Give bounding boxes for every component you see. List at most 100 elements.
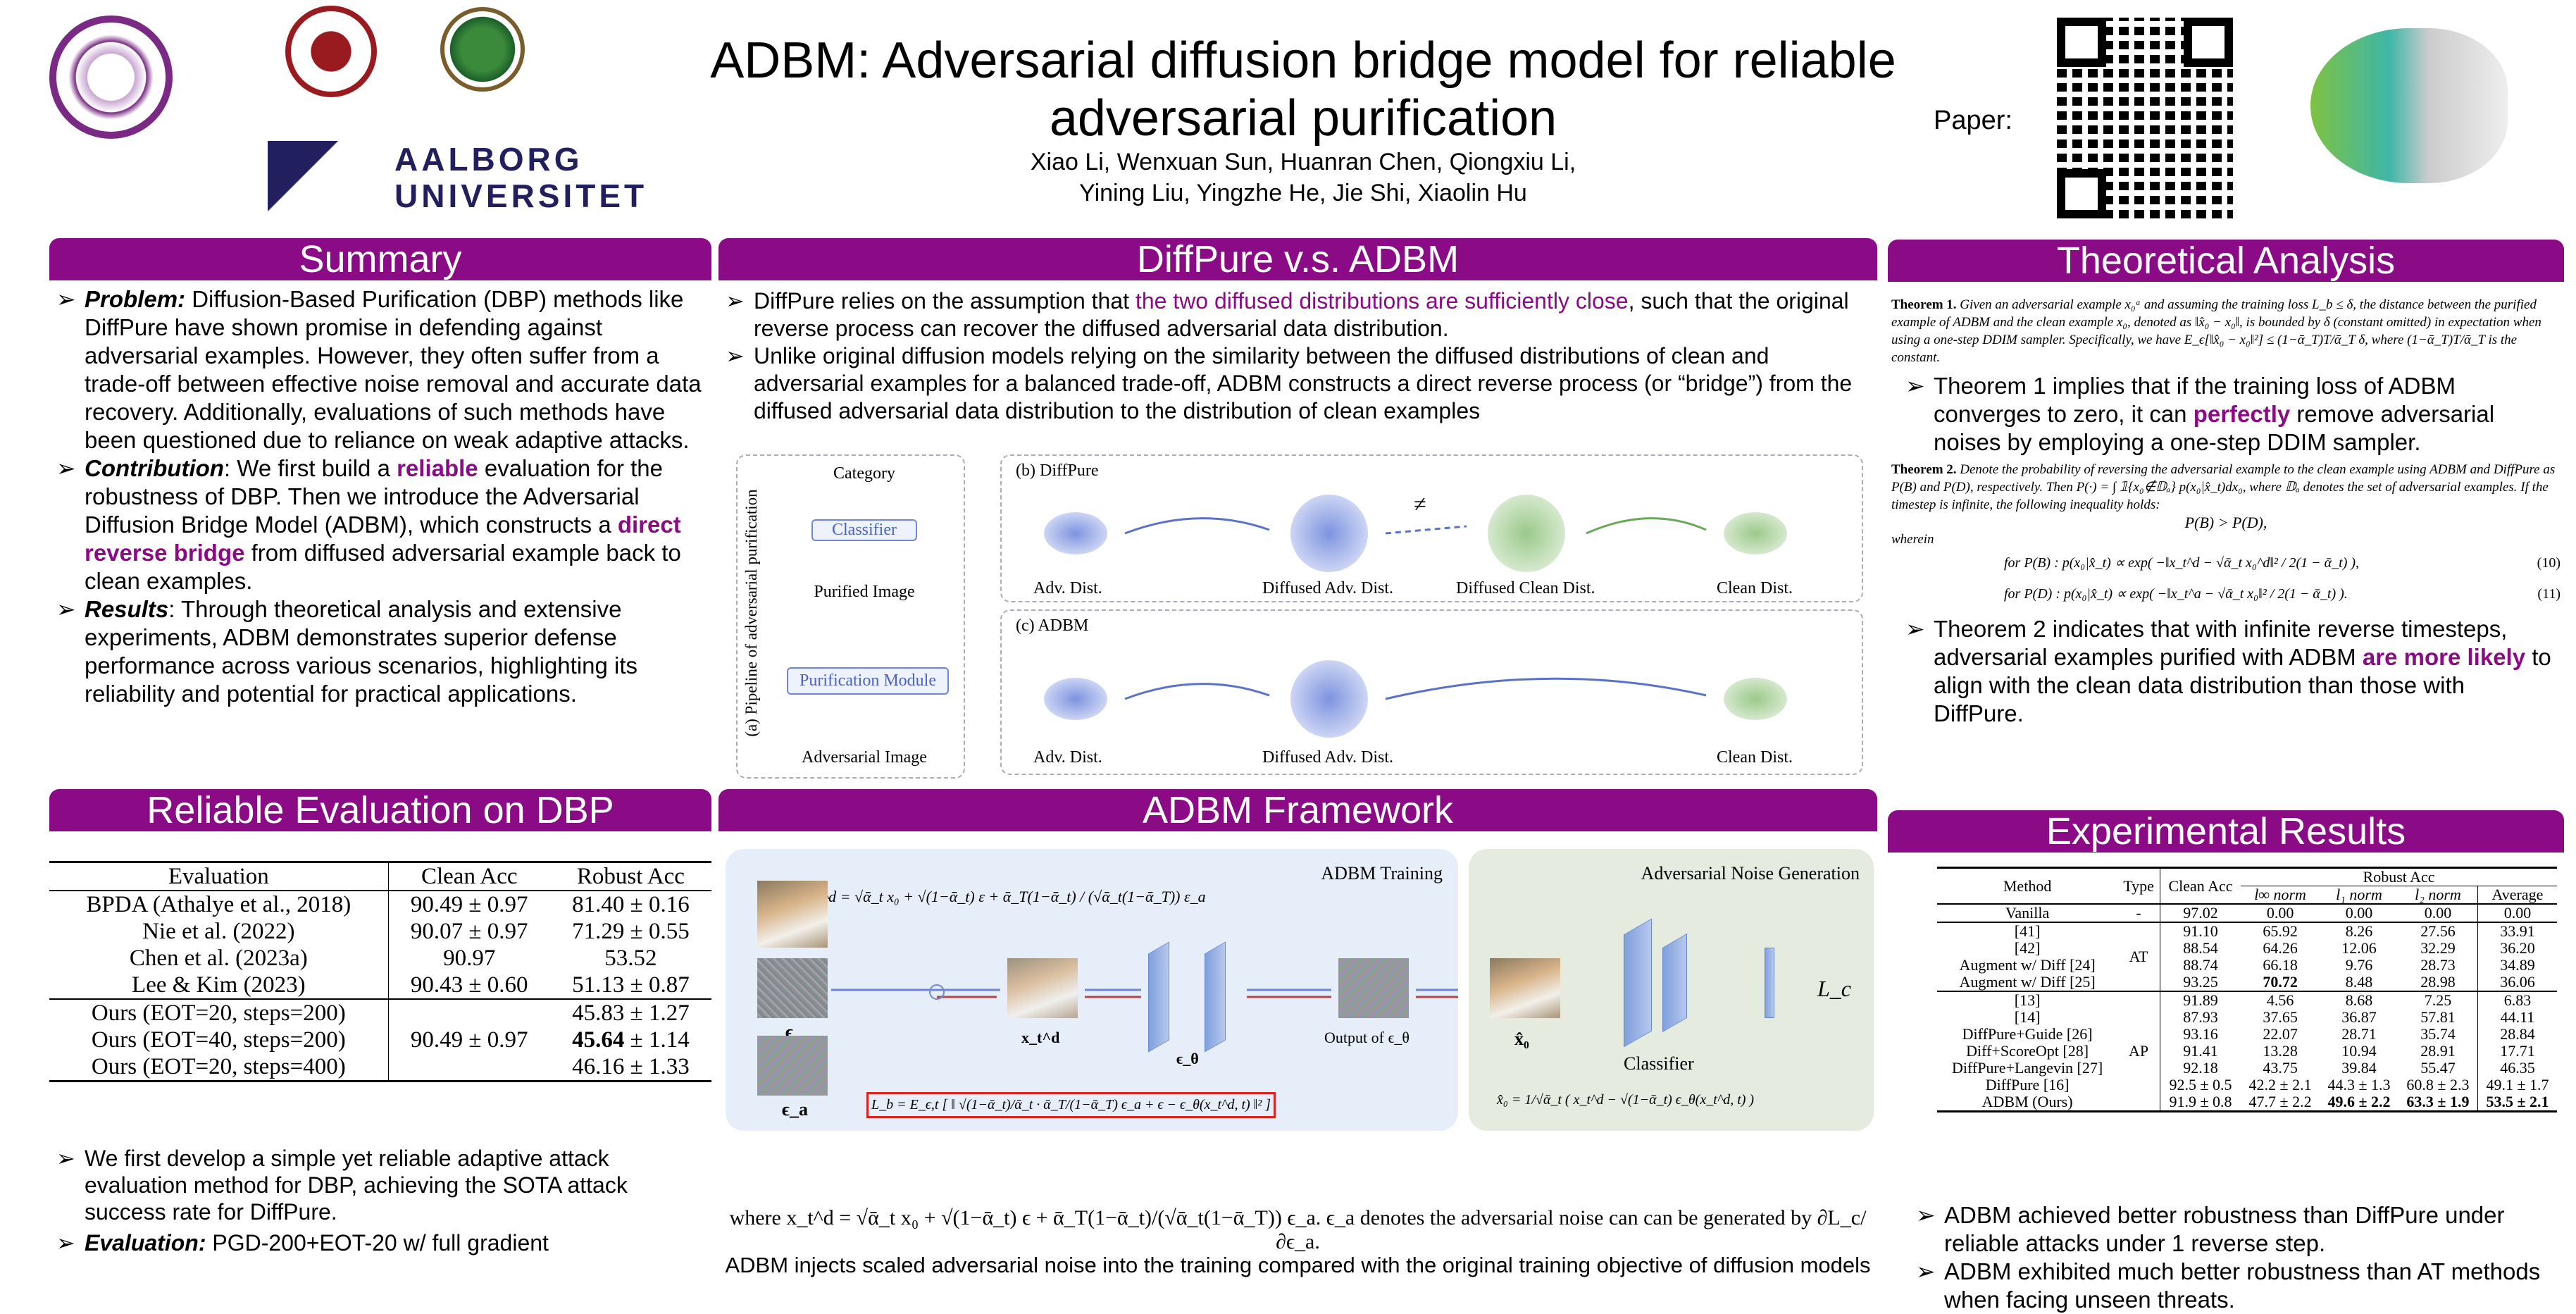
cell: 88.54	[2159, 940, 2241, 957]
experimental-results-header: Experimental Results	[1888, 810, 2564, 853]
problem-bullet: Problem: Diffusion-Based Purification (D…	[56, 285, 708, 454]
clean-dist-ellipse	[1724, 678, 1787, 720]
cell: [14]	[2014, 1008, 2041, 1026]
adv-dist-ellipse	[1044, 678, 1107, 720]
peking-logo	[285, 6, 377, 97]
diffpure-body: DiffPure relies on the assumption that t…	[726, 287, 1867, 425]
output-logits	[1765, 948, 1774, 1018]
arrows	[1124, 677, 1707, 700]
col-header: Clean Acc	[2159, 867, 2241, 904]
cell: 28.73	[2420, 956, 2456, 974]
summary-body: Problem: Diffusion-Based Purification (D…	[56, 285, 708, 708]
theorem-1-text: Given an adversarial example x₀ᵃ and ass…	[1891, 297, 2541, 365]
contribution-bullet: Contribution: We first build a reliable …	[56, 454, 708, 595]
cell: 39.84	[2341, 1059, 2377, 1077]
cell: AT	[2129, 948, 2148, 965]
cell: 7.25	[2424, 991, 2452, 1009]
text: Theorem 2 indicates that with infinite r…	[1934, 616, 2508, 670]
cell: DiffPure [16]	[1985, 1076, 2070, 1093]
cell: 88.74	[2159, 957, 2241, 974]
cell: Vanilla	[2005, 904, 2050, 922]
cell: 36.06	[2477, 974, 2557, 991]
flow-arrows	[831, 984, 1458, 1000]
cell: 33.91	[2477, 922, 2557, 940]
classifier-network-block	[1662, 933, 1687, 1033]
cell: 12.06	[2341, 939, 2377, 957]
cell: 53.5 ± 2.1	[2477, 1093, 2557, 1112]
adbm-panel: (c) ADBM Adv. Dist. Diffused Adv. Dist. …	[1000, 609, 1863, 775]
cell: 35.74	[2420, 1025, 2456, 1043]
paper-qr-code[interactable]	[2051, 12, 2239, 224]
output-label: Output of ϵ_θ	[1324, 1029, 1410, 1046]
aalborg-line1: AALBORG	[394, 141, 583, 178]
output-noise-image	[1338, 958, 1409, 1018]
cell: 90.49 ± 0.97	[387, 891, 550, 918]
eq-number: (11)	[2537, 586, 2561, 602]
xtd-label: x_t^d	[1021, 1029, 1060, 1046]
cell: 9.76	[2345, 956, 2373, 974]
cell: 60.8 ± 2.3	[2406, 1076, 2470, 1093]
epsilon-label: ϵ	[785, 1022, 793, 1042]
cell: 34.89	[2477, 957, 2557, 974]
col-header: Robust Acc	[576, 864, 685, 889]
adversarial-noise-panel: Adversarial Noise Generation x̂₀ Classif…	[1469, 849, 1874, 1131]
dist-label: Diffused Adv. Dist.	[1262, 748, 1393, 767]
cell: 92.18	[2159, 1060, 2241, 1077]
highlight-perfectly: perfectly	[2193, 401, 2291, 427]
cell: 0.00	[2424, 904, 2452, 922]
dist-label: Adv. Dist.	[1033, 748, 1102, 767]
clean-dist-ellipse	[1724, 512, 1787, 554]
col-header: l∞ norm	[2254, 886, 2306, 903]
text: to align with the clean data distributio…	[1934, 644, 2551, 726]
results-bullets: ADBM achieved better robustness than Dif…	[1916, 1201, 2564, 1314]
classifier-box: Classifier	[811, 519, 917, 541]
tsinghua-logo	[49, 16, 173, 139]
title-line2: adversarial purification	[1049, 90, 1557, 147]
cell: 90.07 ± 0.97	[387, 918, 550, 945]
cell: 43.75	[2263, 1059, 2298, 1077]
cell: [13]	[2014, 991, 2041, 1009]
cell: 49.6 ± 2.2	[2327, 1093, 2391, 1110]
problem-label: Problem:	[85, 286, 186, 312]
problem-text: Diffusion-Based Purification (DBP) metho…	[85, 286, 702, 453]
results-bullet: Results: Through theoretical analysis an…	[56, 595, 708, 708]
diffused-clean-ellipse	[1488, 495, 1565, 572]
results-text: : Through theoretical analysis and exten…	[85, 596, 638, 707]
paper-label: Paper:	[1934, 106, 2012, 135]
cell: 8.48	[2345, 973, 2373, 991]
cell: Augment w/ Diff [25]	[1959, 973, 2096, 991]
cell: 36.20	[2477, 940, 2557, 957]
text: remove adversarial noises by employing a…	[1934, 401, 2495, 455]
contribution-text-a: : We first build a	[223, 455, 397, 481]
highlight-close-distributions: the two diffused distributions are suffi…	[1135, 288, 1629, 314]
cell: DiffPure+Langevin [27]	[1951, 1059, 2103, 1077]
ai-head-logo	[2310, 28, 2508, 183]
aalborg-icon	[268, 141, 352, 211]
cell: DiffPure+Guide [26]	[1962, 1025, 2093, 1043]
col-header: Clean Acc	[387, 862, 550, 891]
panel-b-title: (b) DiffPure	[1016, 461, 1099, 480]
highlight-reliable: reliable	[397, 455, 478, 481]
results-bullet-2: ADBM exhibited much better robustness th…	[1916, 1258, 2564, 1314]
poster-title: ADBM: Adversarial diffusion bridge model…	[655, 32, 1951, 147]
contribution-text-c: from diffused adversarial example back t…	[85, 540, 681, 594]
cell: 22.07	[2263, 1025, 2298, 1043]
diffpure-panel: (b) DiffPure ≠ Adv. Dist. Diffused Adv. …	[1000, 454, 1863, 602]
diffused-adv-ellipse	[1290, 495, 1368, 572]
authors-line2: Yining Liu, Yingzhe He, Jie Shi, Xiaolin…	[1079, 180, 1527, 206]
category-label: Category	[833, 464, 895, 483]
theory-body: Theorem 1. Given an adversarial example …	[1891, 296, 2561, 728]
panel-c-title: (c) ADBM	[1016, 616, 1089, 635]
pipeline-panel: (a) Pipeline of adversarial purification…	[736, 454, 965, 779]
classifier-label: Classifier	[1624, 1053, 1694, 1074]
gaussian-noise-image	[757, 958, 828, 1018]
cell: 65.92	[2263, 922, 2298, 940]
cell: 91.9 ± 0.8	[2159, 1093, 2241, 1112]
cell: 64.26	[2263, 939, 2298, 957]
cell: 17.71	[2477, 1043, 2557, 1060]
